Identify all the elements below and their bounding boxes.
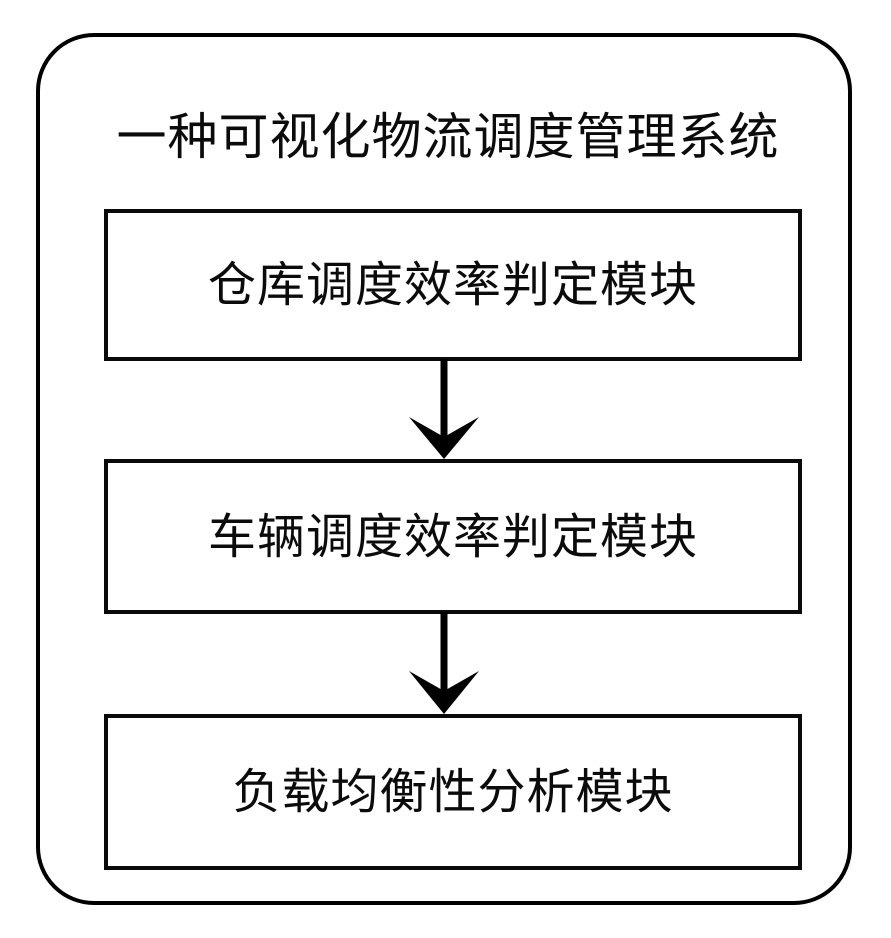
module-label-load-balance-analysis: 负载均衡性分析模块 [232, 764, 674, 820]
module-box-load-balance-analysis: 负载均衡性分析模块 [104, 714, 802, 870]
module-label-warehouse-scheduling-efficiency: 仓库调度效率判定模块 [207, 257, 698, 313]
system-title: 一种可视化物流调度管理系统 [116, 108, 780, 166]
arrow-down-icon [409, 612, 479, 714]
module-label-vehicle-scheduling-efficiency: 车辆调度效率判定模块 [207, 508, 698, 565]
connector-arrow-1 [384, 359, 504, 461]
module-box-warehouse-scheduling-efficiency: 仓库调度效率判定模块 [104, 209, 802, 361]
arrow-down-icon [409, 359, 479, 459]
connector-arrow-2 [384, 612, 504, 716]
module-box-vehicle-scheduling-efficiency: 车辆调度效率判定模块 [104, 459, 802, 614]
system-container: 一种可视化物流调度管理系统 仓库调度效率判定模块 车辆调度效率判定模块 负载均衡… [36, 33, 852, 905]
